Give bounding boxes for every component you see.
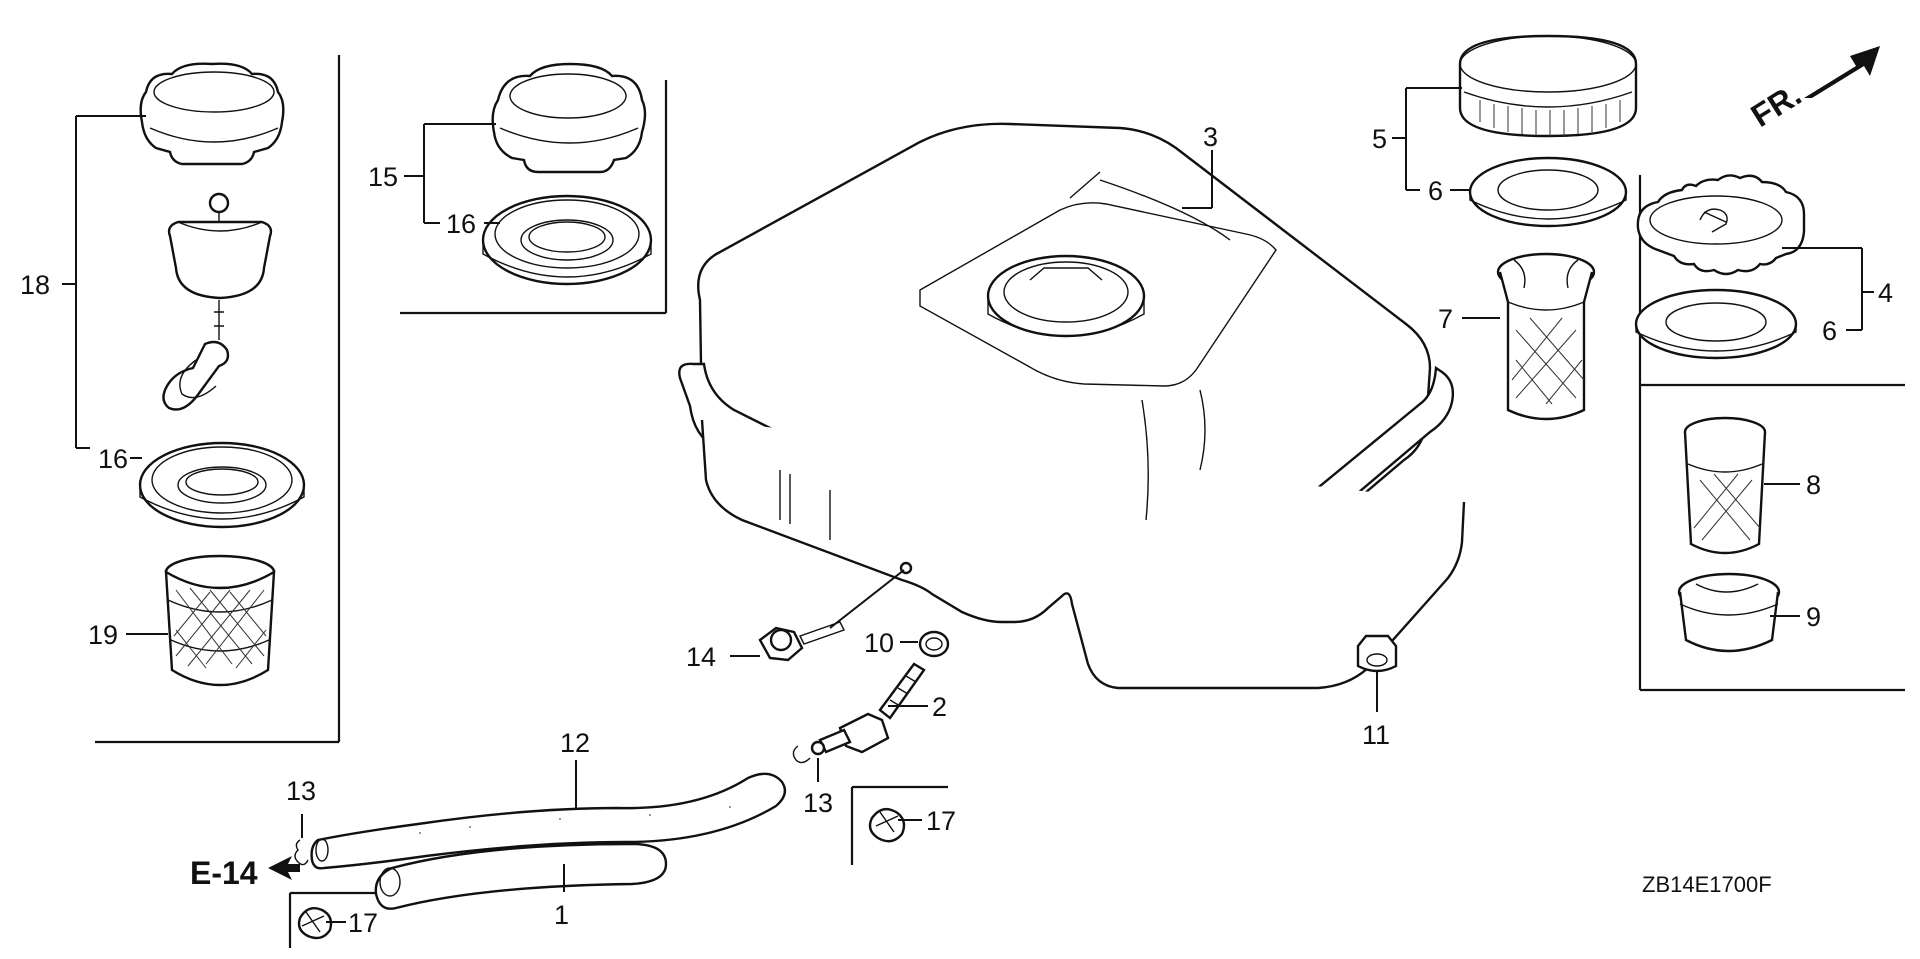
callout-2: 2: [932, 692, 947, 722]
frame-clip-17-right: [850, 785, 948, 865]
cap-gasket-middle: [481, 194, 653, 286]
tube-clamp-17-right: [868, 807, 906, 843]
callout-4: 4: [1878, 278, 1893, 308]
cap-gasket-6-right: [1634, 288, 1798, 360]
frame-group-15: [400, 80, 668, 315]
cap-gasket-6-top: [1468, 156, 1628, 228]
front-direction-arrow: FR.: [1745, 46, 1880, 134]
callout-3: 3: [1203, 122, 1218, 152]
frame-clip-17-left: [288, 891, 378, 948]
callout-9: 9: [1806, 602, 1821, 632]
callout-14: 14: [686, 642, 716, 672]
fuel-strainer-7: [1496, 252, 1596, 421]
front-marker-text: FR.: [1745, 76, 1808, 134]
callout-18: 18: [20, 270, 50, 300]
callout-6-top: 6: [1428, 176, 1443, 206]
drain-bolt-14: [758, 621, 845, 662]
washer-10: [918, 630, 950, 658]
fuel-cock-2: [810, 662, 926, 756]
fuel-strainer-19: [164, 554, 276, 687]
callout-labels: 18 16 19 15 16 3 5 6 7 4 6 8 9 14 10 11 …: [20, 122, 1893, 938]
callout-7: 7: [1438, 304, 1453, 334]
leader-lines: [62, 87, 1874, 923]
ref-e14-arrow: [268, 856, 300, 880]
fuel-cap-4: [1636, 174, 1806, 276]
callout-17-left: 17: [348, 908, 378, 938]
callout-16-left: 16: [98, 444, 128, 474]
strainer-collar-9: [1677, 572, 1781, 653]
callout-19: 19: [88, 620, 118, 650]
tube-1: [374, 842, 668, 910]
fuel-tank: [678, 122, 1466, 690]
frame-group-18: [95, 55, 341, 744]
callout-15: 15: [368, 162, 398, 192]
tube-clamp-17-left: [297, 907, 333, 940]
cap-gasket-left: [138, 441, 306, 529]
callout-5: 5: [1372, 124, 1387, 154]
callout-1: 1: [554, 900, 569, 930]
callout-13-left: 13: [286, 776, 316, 806]
fuel-cap-chained: [139, 62, 285, 411]
fuel-strainer-8: [1683, 416, 1767, 555]
diagram-code: ZB14E1700F: [1642, 872, 1772, 897]
callout-16-middle: 16: [446, 209, 476, 239]
callout-8: 8: [1806, 470, 1821, 500]
callout-10: 10: [864, 628, 894, 658]
callout-11: 11: [1362, 720, 1390, 750]
ref-e14-label: E-14: [190, 855, 258, 891]
callout-13-right: 13: [803, 788, 833, 818]
callout-12: 12: [560, 728, 590, 758]
tube-clip-13-left: [294, 839, 309, 866]
frame-group-4: [1638, 175, 1905, 692]
fuel-cap-15: [491, 62, 647, 174]
fuel-tube-12: [310, 772, 787, 870]
tube-clip-13-right: [792, 745, 811, 764]
fuel-cap-5: [1458, 34, 1638, 138]
callout-6-right: 6: [1822, 316, 1837, 346]
callout-17-right: 17: [926, 806, 956, 836]
plug-11: [1356, 634, 1398, 673]
